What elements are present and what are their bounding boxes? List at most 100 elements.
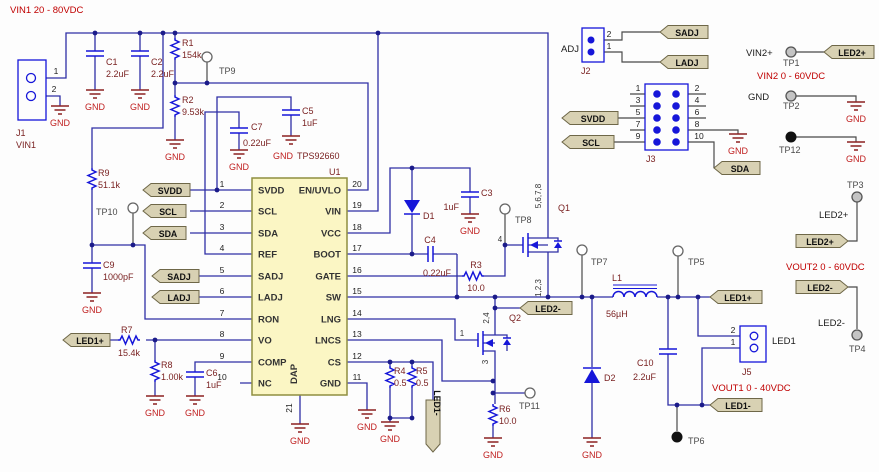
gnd-label: GND — [846, 114, 867, 124]
tag-led1m-cs: LED1- — [432, 390, 442, 415]
c3-val: 1uF — [443, 202, 459, 212]
r5-val: 0.5 — [416, 378, 429, 388]
j3-pin-num: 8 — [695, 119, 700, 129]
pin-name-ref: REF — [258, 250, 277, 261]
pin-num: 12 — [352, 351, 362, 361]
connector-j3: 1 3 5 7 9 2 4 6 8 10 J3 — [636, 83, 704, 164]
c4-val: 0.22uF — [423, 268, 452, 278]
ic-part-label: TPS92660 — [297, 151, 340, 161]
pin-num: 19 — [352, 200, 362, 210]
tp2-label: TP2 — [783, 101, 800, 111]
gnd-label: GND — [290, 436, 311, 446]
pin-name-vin: VIN — [325, 207, 341, 218]
pin-name-sw: SW — [326, 293, 341, 304]
j1-pin1-num: 1 — [54, 66, 59, 76]
j5-ref: J5 — [742, 367, 752, 377]
tag-led1m-out: LED1- — [725, 401, 750, 411]
testpoint-wires — [132, 31, 858, 431]
r2-ref: R2 — [182, 95, 194, 105]
j2-ref: J2 — [581, 66, 591, 76]
r7-ref: R7 — [121, 325, 133, 335]
led2m-net-label: LED2- — [818, 318, 845, 329]
led1-label: LED1 — [772, 336, 796, 347]
pin-num: 16 — [352, 265, 362, 275]
pin-name-enuvlo: EN/UVLO — [299, 186, 341, 197]
j3-pin-num: 3 — [636, 95, 641, 105]
gnd-label: GND — [82, 305, 103, 315]
tag-sda-j3: SDA — [731, 164, 750, 174]
j5-pin2-num: 2 — [731, 325, 736, 335]
q2-gate-pin: 1 — [460, 329, 465, 338]
j1-pin2-num: 2 — [52, 84, 57, 94]
pin-name-ladj: LADJ — [258, 293, 283, 304]
gnd-net-label: GND — [748, 92, 769, 103]
c1-ref: C1 — [106, 57, 118, 67]
q1-drain-pins: 5,6,7,8 — [534, 183, 543, 208]
c6-val: 1uF — [206, 380, 222, 390]
pin-num: 3 — [220, 222, 225, 232]
vin2p-label: VIN2+ — [746, 48, 773, 59]
d1-ref: D1 — [423, 211, 435, 221]
pin-name-cs: CS — [328, 358, 341, 369]
q1-ref: Q1 — [558, 203, 570, 213]
tp1-label: TP1 — [783, 58, 800, 68]
q2-drain-pins: 2,4 — [482, 312, 491, 324]
c5-ref: C5 — [302, 106, 314, 116]
tp8-label: TP8 — [515, 215, 532, 225]
gnd-label: GND — [357, 422, 378, 432]
pin-num-21: 21 — [284, 403, 294, 413]
capacitors — [83, 50, 677, 378]
r1-val: 154k — [182, 50, 202, 60]
pin-name-dap: DAP — [289, 363, 300, 384]
pin-num: 4 — [220, 243, 225, 253]
vin2-range-label: VIN2 0 - 60VDC — [757, 71, 825, 82]
pin-num: 13 — [352, 329, 362, 339]
component-labels: C1 2.2uF C2 2.2uF R1 154k R2 9.53k R9 51… — [98, 38, 657, 426]
q2-ref: Q2 — [509, 313, 521, 323]
tag-scl-j3: SCL — [582, 138, 600, 148]
r3-ref: R3 — [470, 260, 482, 270]
tag-led2m-tp4: LED2- — [807, 283, 832, 293]
connector-j2: 2 1 ADJ J2 — [561, 27, 612, 76]
gnd-label: GND — [460, 226, 481, 236]
tp9-label: TP9 — [219, 66, 236, 76]
vin1-range-label: VIN1 20 - 80VDC — [10, 5, 84, 16]
c4-ref: C4 — [424, 235, 436, 245]
j2-pin2-num: 2 — [607, 29, 612, 39]
vout2-range-label: VOUT2 0 - 60VDC — [786, 262, 865, 273]
tag-led1p: LED1+ — [76, 336, 104, 346]
pin-name-lng: LNG — [321, 315, 341, 326]
r9-ref: R9 — [98, 168, 110, 178]
pin-num: 15 — [352, 286, 362, 296]
connector-j5: 2 1 J5 LED1 — [731, 325, 796, 377]
pin-num: 14 — [352, 308, 362, 318]
j5-pin1-num: 1 — [731, 337, 736, 347]
net-labels: VIN1 20 - 80VDC VIN2 0 - 60VDC VOUT2 0 -… — [10, 5, 865, 394]
j3-pin-num: 9 — [636, 131, 641, 141]
pin-num: 1 — [220, 179, 225, 189]
tp4-label: TP4 — [849, 344, 866, 354]
ground-symbols: GND GND GND GND GND GND GND GND GND GND … — [50, 89, 867, 460]
gnd-label: GND — [846, 154, 867, 164]
pin-num: 8 — [220, 329, 225, 339]
tag-scl: SCL — [159, 207, 177, 217]
pin-name-boot: BOOT — [314, 250, 342, 261]
j3-pin-num: 2 — [695, 83, 700, 93]
pin-num: 17 — [352, 243, 362, 253]
r9-val: 51.1k — [98, 180, 121, 190]
pin-num: 20 — [352, 179, 362, 189]
ic-ref-label: U1 — [329, 167, 341, 177]
gnd-label: GND — [85, 102, 106, 112]
gnd-label: GND — [145, 408, 166, 418]
tp5-label: TP5 — [688, 257, 705, 267]
tag-svdd: SVDD — [158, 186, 182, 196]
gnd-label: GND — [165, 152, 186, 162]
l1-ref: L1 — [612, 273, 622, 283]
j2-pin1-num: 1 — [607, 41, 612, 51]
pin-name-lncs: LNCS — [315, 336, 341, 347]
gnd-label: GND — [483, 450, 504, 460]
gnd-label: GND — [582, 450, 603, 460]
tag-led2p-tp1: LED2+ — [838, 48, 866, 58]
pin-num: 9 — [220, 351, 225, 361]
